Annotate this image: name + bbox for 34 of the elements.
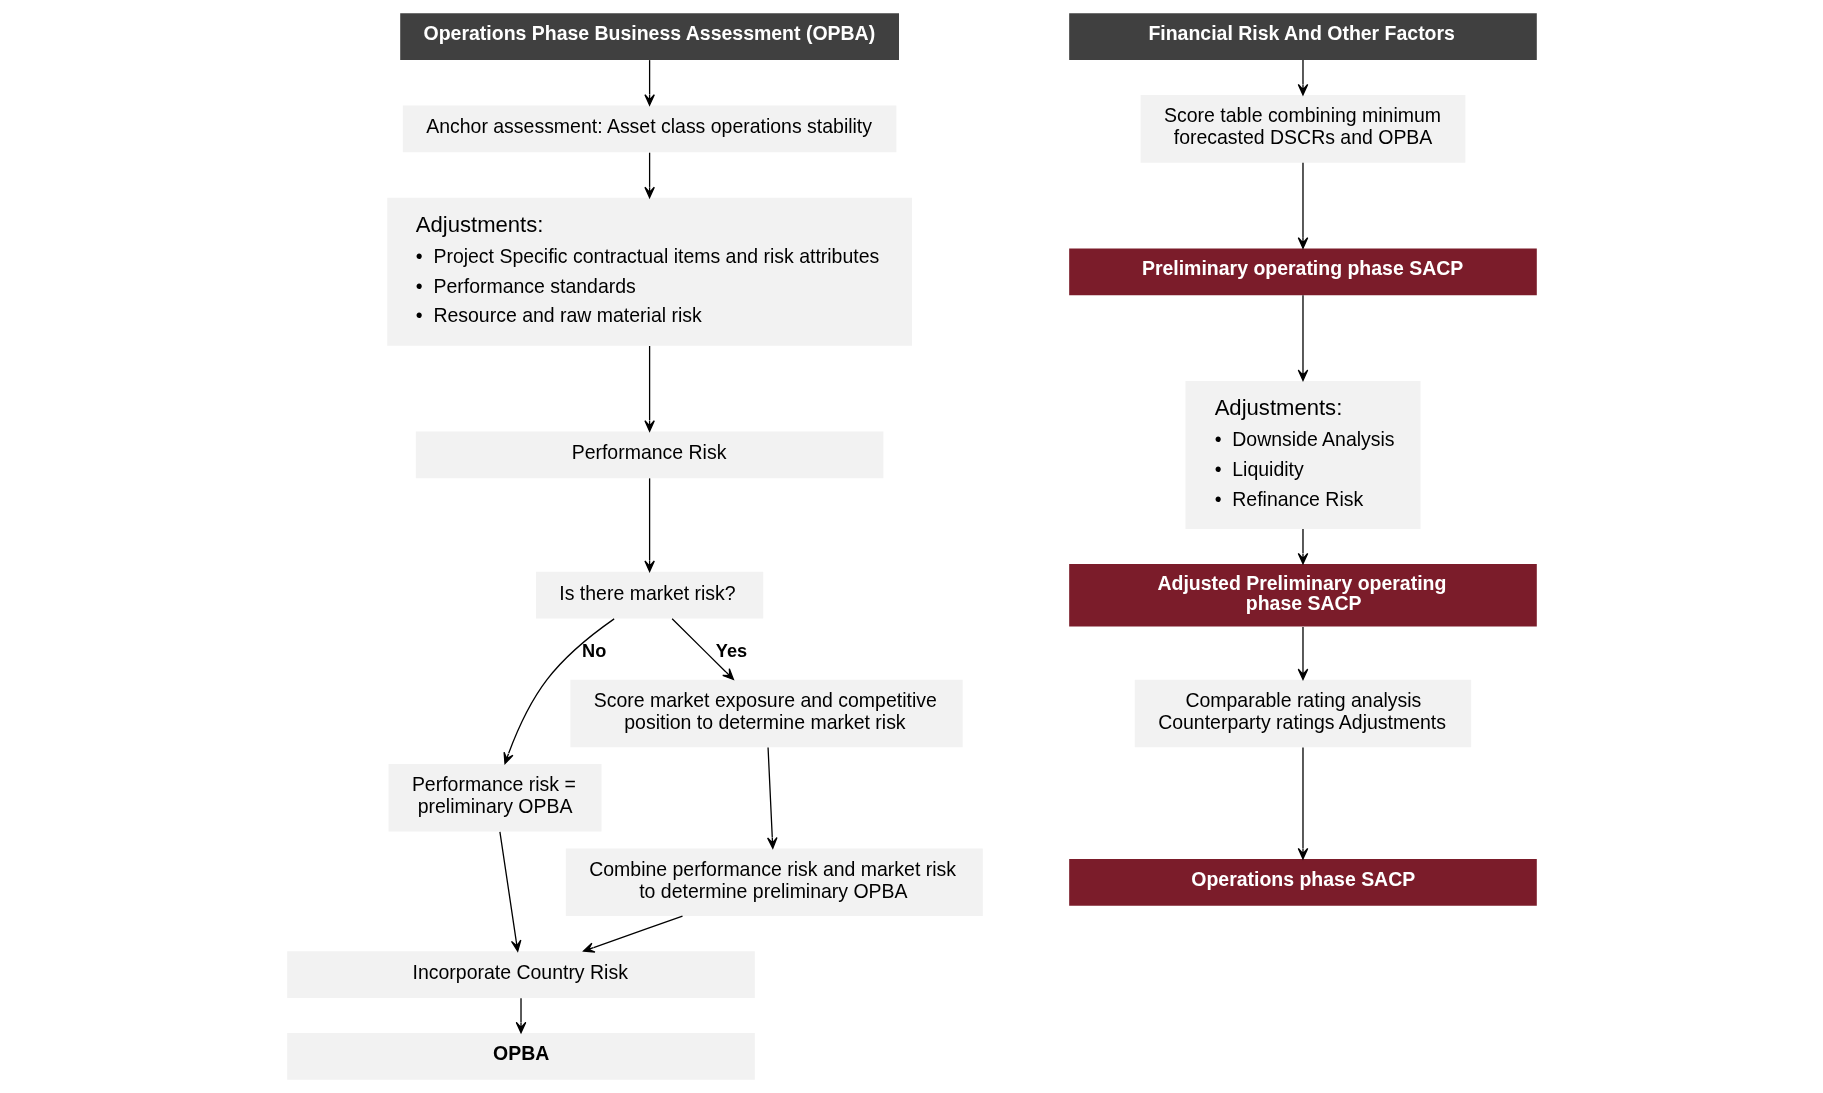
arrow <box>643 345 655 432</box>
edge-label: Yes <box>715 640 747 661</box>
arrow <box>515 997 526 1034</box>
arrow <box>766 746 778 849</box>
node-box: OPBA <box>286 1032 755 1080</box>
node-box: Performance risk = preliminary OPBA <box>388 764 602 832</box>
edge-label: No <box>581 640 606 661</box>
arrow <box>1297 294 1308 382</box>
arrow <box>643 477 655 573</box>
arrow <box>1297 59 1308 96</box>
arrow <box>643 152 655 199</box>
arrow <box>582 915 683 953</box>
node-box: Financial Risk And Other Factors <box>1068 13 1537 61</box>
arrow <box>1297 162 1308 249</box>
node-box: Score table combining minimum forecasted DSCRs and OPBA <box>1140 95 1465 163</box>
node-box: Performance Risk <box>415 431 883 479</box>
arrow <box>1297 746 1308 860</box>
arrow <box>502 618 615 765</box>
node-box: Operations Phase Business Assessment (OPBA) <box>399 13 899 61</box>
arrow <box>498 831 521 952</box>
arrow <box>1297 528 1308 565</box>
node-box: Score market exposure and competitive position to determine market risk <box>569 679 963 748</box>
node-box: Is there market risk? <box>535 571 763 619</box>
node-box: Adjusted Preliminary operating phase SACP <box>1068 564 1537 627</box>
node-box: Adjustments: • Downside Analysis • Liquidity • Refinance Risk <box>1184 380 1421 529</box>
node-box: Comparable rating analysis Counterparty ratings Adjustments <box>1134 679 1471 748</box>
arrow <box>643 59 655 106</box>
node-box: Preliminary operating phase SACP <box>1068 248 1537 296</box>
node-box: Combine performance risk and market risk to determine preliminary OPBA <box>565 848 983 917</box>
node-box: Operations phase SACP <box>1068 858 1537 906</box>
node-box: Anchor assessment: Asset class operations stability <box>402 105 896 153</box>
node-box: Adjustments: • Project Specific contractual items and risk attributes • Performance standards • Resource and raw material risk <box>386 197 912 346</box>
arrow <box>1297 626 1308 681</box>
node-box: Incorporate Country Risk <box>286 951 755 998</box>
